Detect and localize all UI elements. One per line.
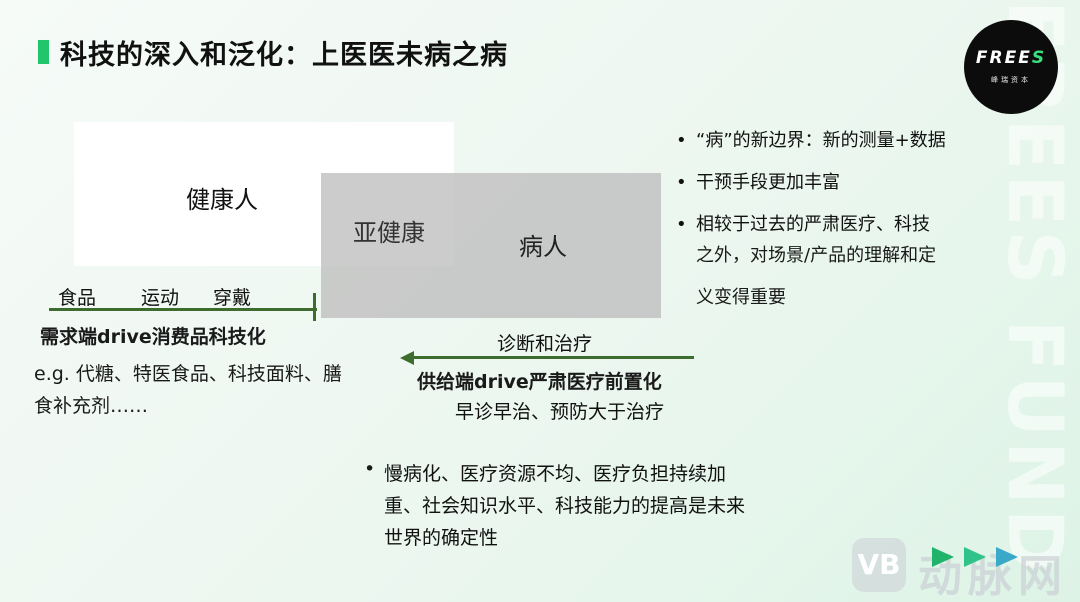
bullet-dot: •: [676, 214, 687, 235]
right-bullet-list: • “病”的新边界：新的测量+数据 • 干预手段更加丰富 • 相较于过去的严肃医疗、科…: [676, 130, 976, 319]
demand-examples: e.g. 代糖、特医食品、科技面料、膳食补充剂……: [34, 363, 342, 417]
right-bullet-3-line1: 相较于过去的严肃医疗、科技: [696, 214, 930, 235]
demand-item-sport: 运动: [141, 287, 180, 309]
subhealthy-label: 亚健康: [353, 219, 425, 247]
triple-arrow-icon: [932, 547, 1018, 567]
demand-axis-end-tick: [313, 293, 316, 321]
supply-arrow-line: [412, 356, 694, 359]
demand-axis-line: [49, 308, 317, 311]
bottom-bullet: • 慢病化、医疗资源不均、医疗负担持续加重、社会知识水平、科技能力的提高是未来世…: [364, 458, 764, 554]
left-arrow-icon: [400, 351, 414, 365]
demand-heading: 需求端drive消费品科技化: [40, 326, 266, 348]
bullet-dot: •: [676, 172, 687, 193]
logo-word-accent: S: [1031, 48, 1047, 68]
frees-logo: FREES 峰瑞资本: [964, 20, 1058, 114]
page-title: 科技的深入和泛化：上医医未病之病: [60, 40, 508, 71]
right-bullet-1: • “病”的新边界：新的测量+数据: [676, 130, 976, 151]
right-bullet-2: • 干预手段更加丰富: [676, 172, 976, 193]
supply-heading: 供给端drive严肃医疗前置化: [417, 371, 662, 393]
healthy-label: 健康人: [186, 186, 258, 214]
right-bullet-3-line3: 义变得重要: [696, 287, 786, 308]
right-bullet-3: • 相较于过去的严肃医疗、科技: [676, 214, 976, 235]
arrow-mark-2: [964, 547, 986, 567]
bullet-dot: •: [364, 458, 376, 480]
demand-item-food: 食品: [58, 287, 97, 309]
right-bullet-1-text: “病”的新边界：新的测量+数据: [696, 130, 946, 151]
patient-label: 病人: [519, 233, 567, 261]
logo-word: FREES: [964, 48, 1058, 68]
right-bullet-3-line2: 之外，对场景/产品的理解和定: [696, 245, 937, 266]
demand-item-wear: 穿戴: [213, 287, 252, 309]
title-accent-bar: [38, 40, 49, 64]
supply-label: 诊断和治疗: [497, 333, 593, 355]
patient-box: [321, 173, 661, 318]
dongmai-logo: VB: [852, 538, 906, 592]
supply-subtext: 早诊早治、预防大于治疗: [455, 401, 665, 423]
logo-word-main: FREE: [975, 48, 1032, 68]
arrow-mark-3: [996, 547, 1018, 567]
arrow-mark-1: [932, 547, 954, 567]
bullet-dot: •: [676, 130, 687, 151]
bottom-bullet-text: 慢病化、医疗资源不均、医疗负担持续加重、社会知识水平、科技能力的提高是未来世界的…: [384, 463, 746, 549]
right-bullet-2-text: 干预手段更加丰富: [696, 172, 840, 193]
logo-subtitle: 峰瑞资本: [991, 76, 1031, 84]
